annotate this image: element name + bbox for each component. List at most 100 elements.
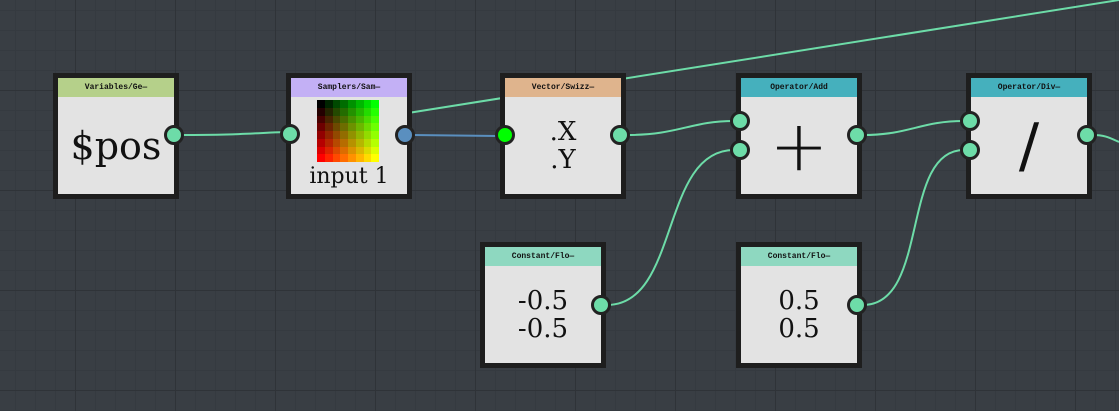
- texture-cell: [324, 154, 333, 162]
- texture-cell: [332, 131, 341, 139]
- texture-cell: [324, 107, 333, 116]
- texture-cell: [371, 123, 379, 131]
- texture-cell: [332, 138, 341, 147]
- texture-cell: [317, 115, 325, 124]
- texture-cell: [371, 138, 379, 147]
- wire-const1-to-add: [606, 149, 735, 306]
- node-sampler[interactable]: Samplers/Sam— input 1: [286, 73, 412, 199]
- texture-cell: [371, 131, 379, 139]
- texture-cell: [363, 115, 372, 124]
- div-symbol: /: [1018, 110, 1040, 181]
- texture-cell: [355, 100, 364, 108]
- node-title: Vector/Swizz—: [505, 78, 621, 97]
- add-input-b-port[interactable]: [730, 140, 750, 160]
- texture-cell: [324, 138, 333, 147]
- texture-cell: [340, 138, 348, 147]
- swizzle-x: .X: [549, 116, 577, 147]
- texture-cell: [340, 146, 348, 155]
- constant-2-output-port[interactable]: [847, 295, 867, 315]
- texture-cell: [363, 123, 372, 131]
- texture-cell: [348, 100, 356, 108]
- texture-cell: [363, 146, 372, 155]
- div-input-a-port[interactable]: [960, 111, 980, 131]
- sampler-input-port[interactable]: [280, 124, 300, 144]
- texture-cell: [324, 131, 333, 139]
- node-title: Constant/Flo—: [741, 247, 857, 266]
- node-title: Operator/Div—: [971, 78, 1087, 97]
- constant-y: 0.5: [778, 313, 820, 344]
- texture-cell: [348, 146, 356, 155]
- texture-cell: [324, 100, 333, 108]
- texture-cell: [317, 146, 325, 155]
- wire-swizzle-to-add: [625, 120, 735, 136]
- texture-cell: [332, 154, 341, 162]
- texture-cell: [348, 123, 356, 131]
- texture-cell: [371, 107, 379, 116]
- wire-add-to-div: [862, 120, 965, 136]
- texture-cell: [324, 123, 333, 131]
- texture-cell: [332, 100, 341, 108]
- node-constant-1[interactable]: Constant/Flo— -0.5-0.5: [480, 242, 606, 368]
- texture-cell: [324, 115, 333, 124]
- node-variables[interactable]: Variables/Ge— $pos: [53, 73, 179, 199]
- texture-cell: [371, 100, 379, 108]
- constant-x: -0.5: [517, 285, 569, 316]
- texture-cell: [348, 115, 356, 124]
- texture-cell: [363, 154, 372, 162]
- constant-y: -0.5: [517, 313, 569, 344]
- texture-cell: [317, 100, 325, 108]
- swizzle-input-port[interactable]: [495, 125, 515, 145]
- texture-cell: [348, 107, 356, 116]
- texture-cell: [371, 115, 379, 124]
- texture-cell: [332, 107, 341, 116]
- constant-1-output-port[interactable]: [591, 295, 611, 315]
- texture-cell: [363, 100, 372, 108]
- node-div[interactable]: Operator/Div— /: [966, 73, 1092, 199]
- texture-preview: [317, 100, 379, 162]
- texture-cell: [355, 115, 364, 124]
- texture-cell: [363, 131, 372, 139]
- texture-cell: [348, 131, 356, 139]
- texture-cell: [355, 154, 364, 162]
- texture-cell: [332, 123, 341, 131]
- texture-cell: [363, 138, 372, 147]
- node-title: Variables/Ge—: [58, 78, 174, 97]
- texture-cell: [340, 154, 348, 162]
- texture-cell: [348, 138, 356, 147]
- swizzle-output-port[interactable]: [610, 125, 630, 145]
- texture-cell: [340, 107, 348, 116]
- add-input-a-port[interactable]: [730, 111, 750, 131]
- div-output-port[interactable]: [1077, 125, 1097, 145]
- texture-cell: [340, 100, 348, 108]
- add-output-port[interactable]: [847, 125, 867, 145]
- texture-cell: [340, 131, 348, 139]
- texture-cell: [340, 123, 348, 131]
- texture-cell: [355, 138, 364, 147]
- texture-cell: [340, 115, 348, 124]
- texture-cell: [371, 146, 379, 155]
- sampler-label: input 1: [309, 164, 389, 189]
- variables-output-port[interactable]: [164, 125, 184, 145]
- texture-cell: [363, 107, 372, 116]
- texture-cell: [371, 154, 379, 162]
- div-input-b-port[interactable]: [960, 140, 980, 160]
- node-swizzle[interactable]: Vector/Swizz— .X.Y: [500, 73, 626, 199]
- node-value: $pos: [70, 123, 162, 168]
- texture-cell: [317, 123, 325, 131]
- wire-sampler-to-swizzle: [411, 134, 499, 137]
- texture-cell: [355, 107, 364, 116]
- texture-cell: [317, 154, 325, 162]
- wire-pos-to-sampler: [179, 131, 285, 136]
- texture-cell: [355, 131, 364, 139]
- texture-cell: [355, 123, 364, 131]
- texture-cell: [317, 138, 325, 147]
- texture-cell: [348, 154, 356, 162]
- node-add[interactable]: Operator/Add +: [736, 73, 862, 199]
- sampler-output-port[interactable]: [395, 125, 415, 145]
- texture-cell: [332, 115, 341, 124]
- add-symbol: +: [769, 104, 829, 187]
- node-title: Constant/Flo—: [485, 247, 601, 266]
- wire-const2-to-div: [862, 149, 965, 306]
- node-title: Operator/Add: [741, 78, 857, 97]
